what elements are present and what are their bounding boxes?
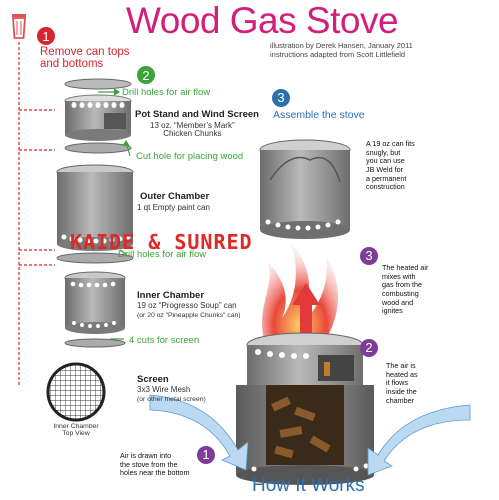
how-step2-text: The air is heated as it flows inside the… <box>386 361 418 405</box>
inner-chamber-alt: (or 20 oz “Pineapple Chunks” can) <box>137 312 241 319</box>
how-it-works-heading: How It Works <box>252 475 365 496</box>
red-arrow-icon <box>18 42 55 385</box>
air-flow-arrow-icon <box>149 394 471 476</box>
wire-mesh-screen <box>46 362 106 422</box>
step1-text: Remove can tops and bottoms <box>40 46 130 71</box>
how-step1-number: 1 <box>202 447 210 462</box>
inner-chamber-desc: 19 oz “Progresso Soup” can <box>137 301 237 310</box>
how-step3-text: The heated air mixes with gas from the c… <box>382 263 429 316</box>
step3-text: Assemble the stove <box>273 109 365 121</box>
page-title: Wood Gas Stove <box>126 0 399 41</box>
step2-text: Drill holes for air flow <box>122 87 211 98</box>
inner-chamber-title: Inner Chamber <box>137 290 205 301</box>
how-it-works-stove <box>236 245 374 485</box>
screen-title: Screen <box>137 374 169 385</box>
how-step1-badge-circle <box>197 446 215 464</box>
assembly-note: A 19 oz can fits snugly, but you can use… <box>366 139 415 192</box>
step1-badge-circle <box>37 27 55 45</box>
lid <box>64 142 132 154</box>
cuts-screen-callout: 4 cuts for screen <box>129 335 200 346</box>
inner-chamber-can <box>64 271 126 334</box>
step2-number: 2 <box>142 68 150 83</box>
watermark-text: KAIDE & SUNRED <box>70 230 253 254</box>
how-step1-text: Air is drawn into the stove from the hol… <box>120 451 190 478</box>
screen-alt: (or other metal screen) <box>137 396 206 403</box>
how-step3-number: 3 <box>365 248 373 263</box>
outer-chamber-can <box>56 164 134 251</box>
how-step2-badge-circle <box>360 339 378 357</box>
cut-hole-callout: Cut hole for placing wood <box>136 151 244 162</box>
assembled-stove-can <box>259 139 351 239</box>
lid <box>64 338 126 348</box>
how-step2-number: 2 <box>365 340 373 355</box>
step1-number: 1 <box>42 29 50 44</box>
outer-chamber-desc: 1 qt Empty paint can <box>137 203 210 212</box>
screen-desc: 3x3 Wire Mesh <box>137 385 191 394</box>
step3-badge-circle <box>272 89 290 107</box>
pot-stand-desc: 13 oz. “Member’s Mark” Chicken Chunks <box>150 121 235 139</box>
step3-number: 3 <box>277 90 285 105</box>
outer-chamber-title: Outer Chamber <box>140 191 210 202</box>
inner-top-view-label: Inner Chamber Top View <box>53 423 99 438</box>
lid <box>64 78 132 90</box>
trash-can-icon <box>12 14 26 39</box>
step2-badge-circle <box>137 66 155 84</box>
drill-holes-callout: Drill holes for air flow <box>118 249 207 260</box>
pot-stand-can <box>64 94 132 141</box>
illustration-credit: illustration by Derek Hansen, January 20… <box>270 41 413 59</box>
pot-stand-title: Pot Stand and Wind Screen <box>135 109 259 120</box>
how-step3-badge-circle <box>360 247 378 265</box>
green-arrow-icon <box>98 88 131 340</box>
lid <box>56 252 134 264</box>
